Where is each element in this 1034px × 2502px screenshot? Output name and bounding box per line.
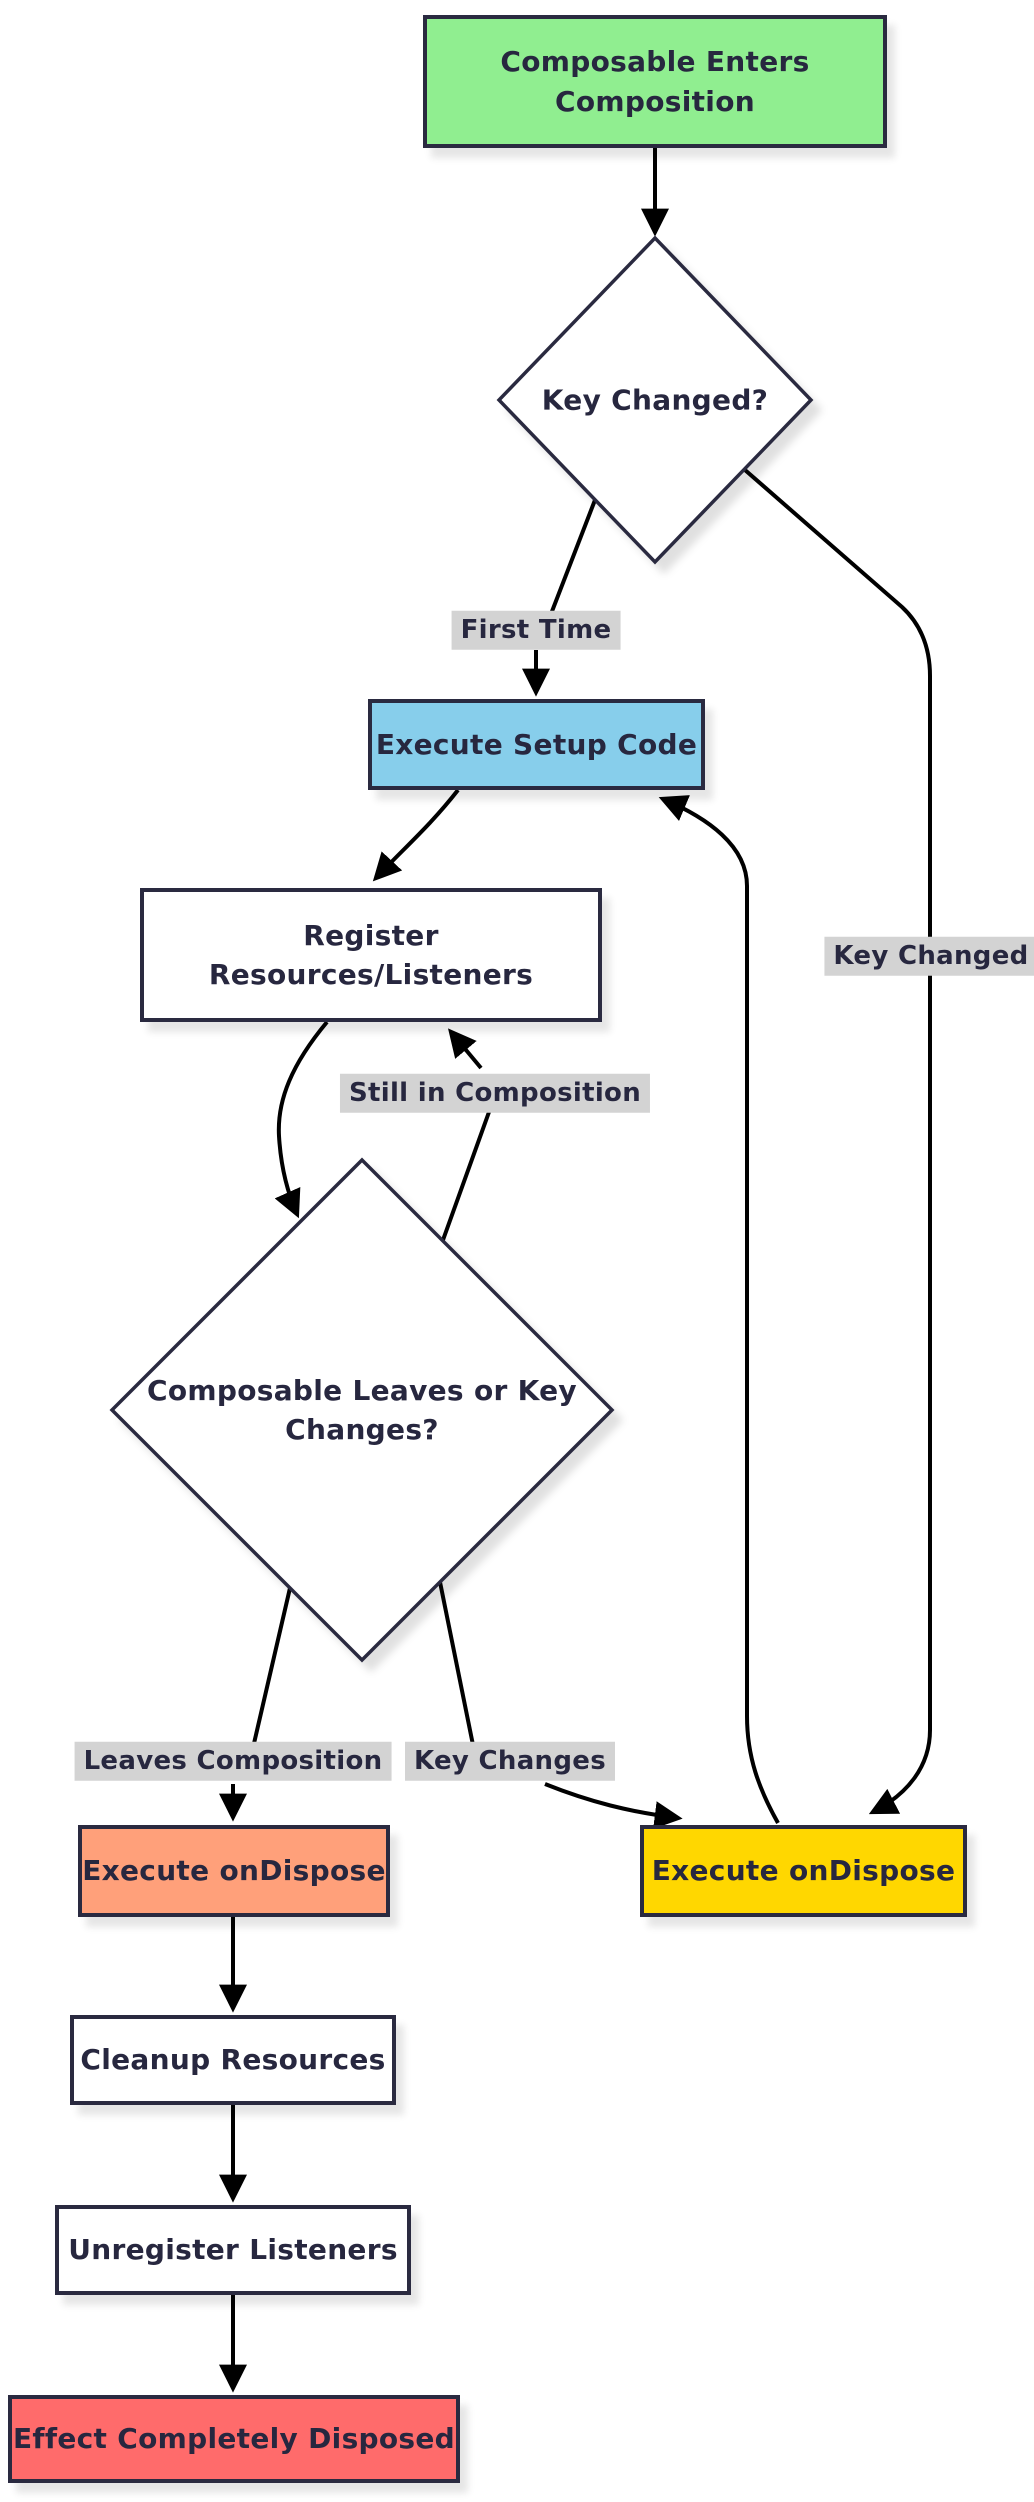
node-label: Unregister Listeners <box>68 2233 398 2267</box>
node-effect-completely-disposed: Effect Completely Disposed <box>8 2395 460 2483</box>
edge-leaves-to-leavescomposition-label <box>250 1587 292 1753</box>
node-execute-setup-code: Execute Setup Code <box>368 699 705 790</box>
edge-setup-to-register <box>372 788 460 882</box>
node-unregister-listeners: Unregister Listeners <box>55 2205 411 2295</box>
decision-leaves-or-key-shape <box>109 1157 615 1663</box>
node-register-resources-listeners: Register Resources/Listeners <box>140 888 602 1022</box>
decision-key-changed-label: Key Changed? <box>541 383 769 417</box>
node-label: Cleanup Resources <box>80 2043 386 2077</box>
edge-label-leaves-composition: Leaves Composition <box>74 1741 392 1781</box>
node-composable-enters-composition: Composable Enters Composition <box>423 15 887 148</box>
node-label: Register Resources/Listeners <box>208 918 534 991</box>
decision-leaves-or-key-label: Composable Leaves or Key Changes? <box>146 1373 577 1446</box>
edge-still-label-to-register <box>448 1028 483 1070</box>
edge-keychanges-label-to-dispose-right <box>544 1782 683 1829</box>
node-execute-ondispose-right: Execute onDispose <box>640 1825 967 1917</box>
edge-register-to-leaves <box>274 1020 329 1219</box>
node-label: Execute onDispose <box>82 1854 386 1888</box>
decision-key-changed-shape <box>496 235 814 565</box>
node-execute-ondispose-left: Execute onDispose <box>78 1825 390 1917</box>
node-label: Composable Enters Composition <box>500 45 810 118</box>
node-label: Execute Setup Code <box>375 727 698 761</box>
edge-leaves-to-still-label <box>441 1111 491 1241</box>
edge-leaves-to-keychanges-label <box>438 1581 475 1746</box>
node-label: Execute onDispose <box>651 1854 956 1888</box>
edge-label-still-in-composition: Still in Composition <box>339 1073 651 1113</box>
edge-label-first-time: First Time <box>451 610 621 650</box>
edge-keychanged-to-dispose-right <box>743 468 932 1815</box>
node-cleanup-resources: Cleanup Resources <box>70 2015 396 2105</box>
edge-label-key-changed: Key Changed <box>824 936 1034 976</box>
edge-dispose-right-to-setup <box>658 795 780 1824</box>
edge-label-key-changes: Key Changes <box>405 1741 615 1781</box>
node-label: Effect Completely Disposed <box>12 2422 456 2456</box>
